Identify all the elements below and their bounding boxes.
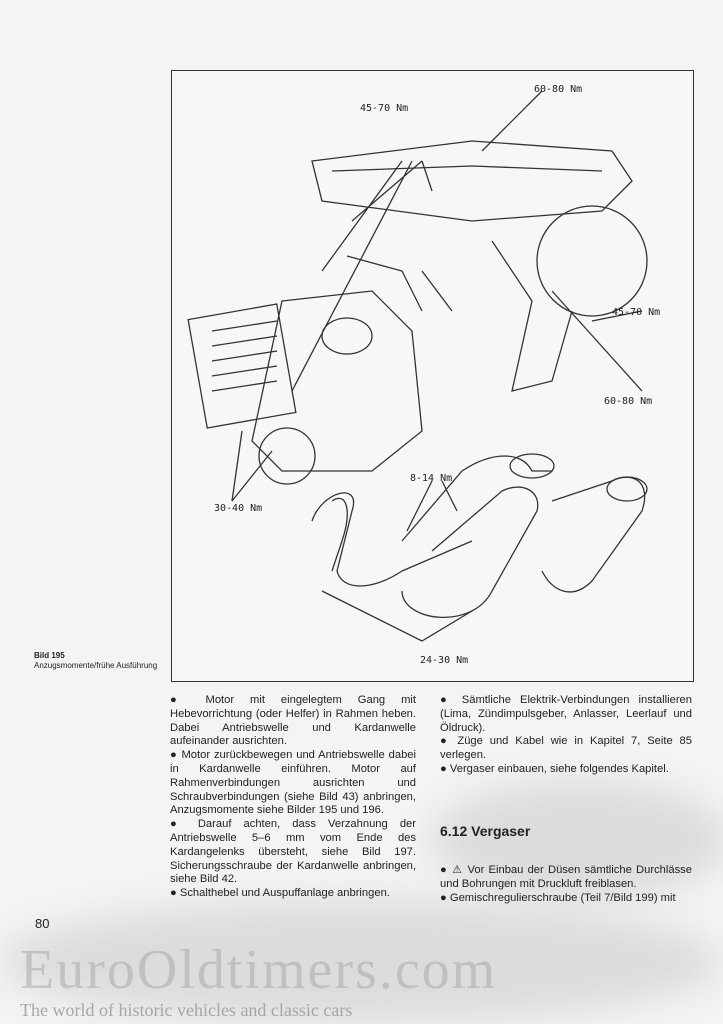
torque-label: 60-80 Nm (534, 84, 583, 95)
torque-label: 45-70 Nm (612, 307, 661, 318)
paragraph: Motor mit eingelegtem Gang mit Hebevorri… (170, 694, 416, 749)
warning-icon: ⚠ (452, 864, 468, 876)
watermark-subtitle: The world of historic vehicles and class… (20, 1000, 353, 1020)
torque-label: 30-40 Nm (214, 503, 263, 514)
caption-title: Bild 195 (34, 651, 65, 660)
paragraph: Darauf achten, dass Verzahnung der Antri… (170, 818, 416, 887)
right-text-column: Sämtliche Elektrik-Verbindungen installi… (440, 694, 692, 777)
caption-text: Anzugsmomente/frühe Ausführung (34, 661, 158, 670)
page-number: 80 (35, 916, 50, 931)
engine-drawing (187, 90, 648, 642)
torque-label: 8-14 Nm (410, 473, 453, 484)
exploded-engine-illustration: 60-80 Nm 45-70 Nm 45-70 Nm 60-80 Nm 8-14… (171, 70, 694, 682)
section-heading: 6.12 Vergaser (440, 823, 531, 839)
torque-label: 24-30 Nm (420, 655, 469, 666)
section-text: ⚠ Vor Einbau der Düsen sämtliche Durchlä… (440, 864, 692, 905)
left-text-column: Motor mit eingelegtem Gang mit Hebevorri… (170, 694, 416, 901)
paragraph: Züge und Kabel wie in Kapitel 7, Seite 8… (440, 735, 692, 763)
paragraph: Gemischregulierschraube (Teil 7/Bild 199… (440, 892, 692, 906)
paragraph: Motor zurückbewegen und Antriebswelle da… (170, 749, 416, 818)
paragraph: Vergaser einbauen, siehe folgendes Kapit… (440, 763, 692, 777)
paragraph: Sämtliche Elektrik-Verbindungen installi… (440, 694, 692, 735)
torque-label: 45-70 Nm (360, 103, 409, 114)
warning-paragraph: ⚠ Vor Einbau der Düsen sämtliche Durchlä… (440, 864, 692, 892)
paragraph: Schalthebel und Auspuffanlage anbringen. (170, 887, 416, 901)
torque-label: 60-80 Nm (604, 396, 653, 407)
watermark-logo: EuroOldtimers.com (20, 939, 498, 1001)
figure-caption: Bild 195 Anzugsmomente/frühe Ausführung (34, 651, 157, 671)
